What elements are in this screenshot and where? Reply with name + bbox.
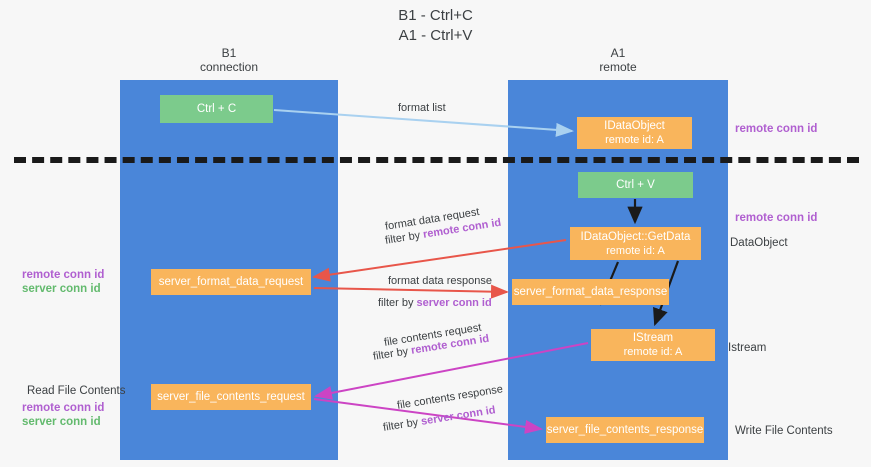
node-getdata-line2: remote id: A — [606, 244, 665, 257]
annotation-write-file-contents: Write File Contents — [735, 425, 833, 437]
annotation-left-server-conn-id: server conn id — [22, 283, 101, 295]
title-line-1: B1 - Ctrl+C — [398, 7, 473, 24]
node-ctrl-v[interactable]: Ctrl + V — [578, 172, 693, 198]
annotation-left-server-conn-id-2: server conn id — [22, 416, 101, 428]
node-server-file-contents-request[interactable]: server_file_contents_request — [151, 384, 311, 410]
edge-label-format-data-response: format data response — [388, 275, 492, 287]
node-ctrl-c-label: Ctrl + C — [196, 103, 237, 115]
filter-prefix: filter by — [372, 344, 413, 363]
node-server-file-contents-response-label: server_file_contents_response — [546, 424, 704, 436]
column-header-right-name: A1 — [610, 46, 626, 60]
node-server-format-data-request-label: server_format_data_request — [158, 276, 304, 288]
phase-divider — [14, 157, 859, 163]
annotation-read-file-contents: Read File Contents — [27, 385, 126, 397]
annotation-istream: Istream — [728, 342, 767, 354]
node-server-file-contents-response[interactable]: server_file_contents_response — [546, 417, 704, 443]
node-istream-line2: remote id: A — [623, 346, 683, 358]
filter-key-server-conn-id: server conn id — [420, 404, 497, 428]
column-header-left-role: connection — [199, 60, 259, 74]
node-server-file-contents-request-label: server_file_contents_request — [157, 391, 305, 403]
annotation-left-remote-conn-id-2: remote conn id — [22, 402, 105, 414]
title-line-2: A1 - Ctrl+V — [398, 27, 473, 44]
node-ctrl-v-label: Ctrl + V — [616, 179, 655, 191]
page-title: B1 - Ctrl+C A1 - Ctrl+V — [0, 6, 871, 46]
filter-key-server-conn-id: server conn id — [416, 297, 492, 309]
column-header-right-role: remote — [599, 60, 637, 74]
node-getdata[interactable]: IDataObject::GetData remote id: A — [570, 227, 701, 260]
node-server-format-data-request[interactable]: server_format_data_request — [151, 269, 311, 295]
node-idataobject-line2: remote id: A — [605, 134, 664, 146]
column-header-left: B1 connection — [120, 46, 338, 74]
node-getdata-line1: IDataObject::GetData — [580, 230, 691, 243]
node-server-format-data-response[interactable]: server_format_data_response — [512, 279, 669, 305]
node-idataobject[interactable]: IDataObject remote id: A — [577, 117, 692, 149]
arrow-format-data-response — [313, 284, 509, 299]
node-server-format-data-response-label: server_format_data_response — [513, 286, 668, 298]
filter-prefix: filter by — [378, 297, 417, 309]
annotation-left-conn-ids: remote conn id server conn id — [22, 268, 104, 296]
node-ctrl-c[interactable]: Ctrl + C — [160, 95, 273, 123]
edge-label-format-data-response-filter: filter by server conn id — [378, 296, 492, 310]
edge-label-format-list: format list — [398, 102, 446, 114]
annotation-left-remote-conn-id: remote conn id — [22, 269, 105, 281]
node-idataobject-line1: IDataObject — [604, 120, 665, 132]
annotation-remote-conn-id-mid: remote conn id — [735, 212, 818, 224]
annotation-remote-conn-id-top: remote conn id — [735, 123, 818, 135]
column-header-right: A1 remote — [508, 46, 728, 74]
column-header-left-name: B1 — [221, 46, 237, 60]
node-istream-line1: IStream — [632, 332, 674, 344]
node-istream[interactable]: IStream remote id: A — [591, 329, 715, 361]
annotation-dataobject: DataObject — [730, 237, 788, 249]
annotation-left-conn-ids-2: remote conn id server conn id — [22, 401, 104, 429]
filter-prefix: filter by — [382, 415, 423, 434]
